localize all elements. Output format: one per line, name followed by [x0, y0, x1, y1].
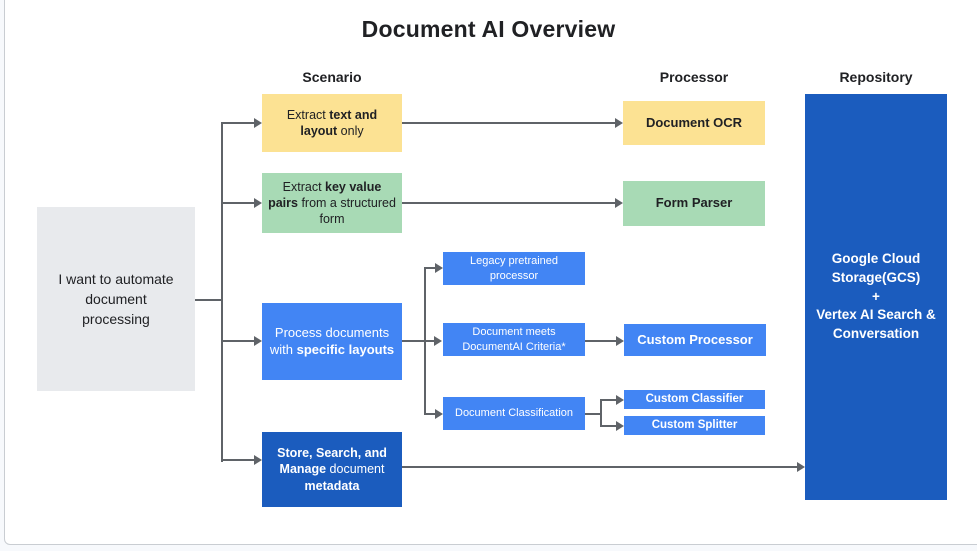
connector-extract-text-to-ocr	[402, 122, 615, 124]
connector-layouts-stub	[402, 340, 434, 342]
start-box-label: I want to automate document processing	[58, 270, 174, 328]
arrow-head-icon	[615, 118, 623, 128]
scenario-store-search-manage-label: Store, Search, and Manage document metad…	[268, 445, 396, 494]
scenario-extract-text-layout-label: Extract text and layout only	[268, 107, 396, 140]
connector-store-to-repository	[402, 466, 797, 468]
processor-custom-classifier: Custom Classifier	[624, 390, 765, 409]
connector-extract-kv-to-form-parser	[402, 202, 615, 204]
label-segment: Store, Search, and Manage	[277, 446, 387, 477]
label-segment: text and layout	[300, 107, 378, 138]
connector-to-specific-layouts	[221, 340, 254, 342]
repository-line-gcs: Google Cloud Storage(GCS)	[831, 250, 921, 285]
label-segment: Extract	[286, 107, 330, 122]
processor-form-parser: Form Parser	[623, 181, 765, 226]
scenario-specific-layouts: Process documents with specific layouts	[262, 303, 402, 380]
scenario-specific-layouts-label: Process documents with specific layouts	[268, 325, 396, 359]
connector-to-custom-classifier	[600, 399, 616, 401]
label-segment: key value pairs	[268, 179, 382, 210]
processor-custom-splitter: Custom Splitter	[624, 416, 765, 435]
page-title: Document AI Overview	[361, 16, 616, 42]
connector-to-extract-kv	[221, 202, 254, 204]
connector-criteria-to-custom-processor	[585, 340, 616, 342]
connector-to-legacy	[424, 267, 435, 269]
scenario-extract-key-value: Extract key value pairs from a structure…	[262, 173, 402, 233]
label-segment: only	[337, 124, 364, 138]
arrow-head-icon	[434, 336, 442, 346]
arrow-head-icon	[616, 421, 624, 431]
branch-document-classification: Document Classification	[443, 397, 585, 430]
arrow-head-icon	[254, 118, 262, 128]
processor-custom-splitter-label: Custom Splitter	[651, 419, 738, 432]
connector-to-custom-splitter	[600, 425, 616, 427]
column-header-processor: Processor	[659, 69, 729, 85]
branch-document-classification-label: Document Classification	[455, 407, 573, 420]
repository-box-label: Google Cloud Storage(GCS) + Vertex AI Se…	[815, 250, 937, 344]
arrow-head-icon	[435, 409, 443, 419]
scenario-store-search-manage: Store, Search, and Manage document metad…	[262, 432, 402, 507]
processor-document-ocr-label: Document OCR	[645, 114, 743, 130]
label-segment: from a structured form	[297, 195, 396, 227]
repository-box: Google Cloud Storage(GCS) + Vertex AI Se…	[805, 94, 947, 500]
connector-to-classification	[424, 413, 435, 415]
label-segment: Process documents with	[269, 324, 390, 357]
label-segment: metadata	[304, 478, 360, 493]
repository-line-vertex: Vertex AI Search & Conversation	[816, 307, 936, 342]
repository-line-plus: +	[872, 288, 880, 304]
processor-form-parser-label: Form Parser	[655, 195, 733, 211]
branch-legacy-pretrained: Legacy pretrained processor	[443, 252, 585, 285]
column-header-repository: Repository	[839, 69, 913, 85]
arrow-head-icon	[616, 336, 624, 346]
column-header-scenario: Scenario	[302, 69, 362, 85]
arrow-head-icon	[254, 336, 262, 346]
connector-classification-fork	[600, 399, 602, 427]
scenario-extract-text-layout: Extract text and layout only	[262, 94, 402, 152]
branch-documentai-criteria-label: Document meets DocumentAI Criteria*	[462, 326, 566, 353]
label-segment: Extract	[282, 179, 326, 194]
processor-custom-classifier-label: Custom Classifier	[645, 393, 744, 406]
branch-legacy-pretrained-label: Legacy pretrained processor	[469, 255, 559, 282]
arrow-head-icon	[797, 462, 805, 472]
branch-documentai-criteria: Document meets DocumentAI Criteria*	[443, 323, 585, 356]
arrow-head-icon	[615, 198, 623, 208]
start-box: I want to automate document processing	[37, 207, 195, 391]
label-segment: document	[326, 462, 385, 477]
processor-custom-processor-label: Custom Processor	[637, 331, 753, 347]
arrow-head-icon	[435, 263, 443, 273]
processor-custom-processor: Custom Processor	[624, 324, 766, 356]
connector-main-trunk	[221, 122, 223, 462]
connector-classification-stub	[585, 413, 601, 415]
connector-to-store-search	[221, 459, 254, 461]
arrow-head-icon	[616, 395, 624, 405]
label-segment: specific layouts	[296, 341, 395, 357]
connector-layouts-trunk	[424, 267, 426, 415]
arrow-head-icon	[254, 455, 262, 465]
connector-start-stub	[195, 299, 222, 301]
scenario-extract-key-value-label: Extract key value pairs from a structure…	[268, 179, 396, 228]
arrow-head-icon	[254, 198, 262, 208]
processor-document-ocr: Document OCR	[623, 101, 765, 145]
connector-to-extract-text	[221, 122, 254, 124]
